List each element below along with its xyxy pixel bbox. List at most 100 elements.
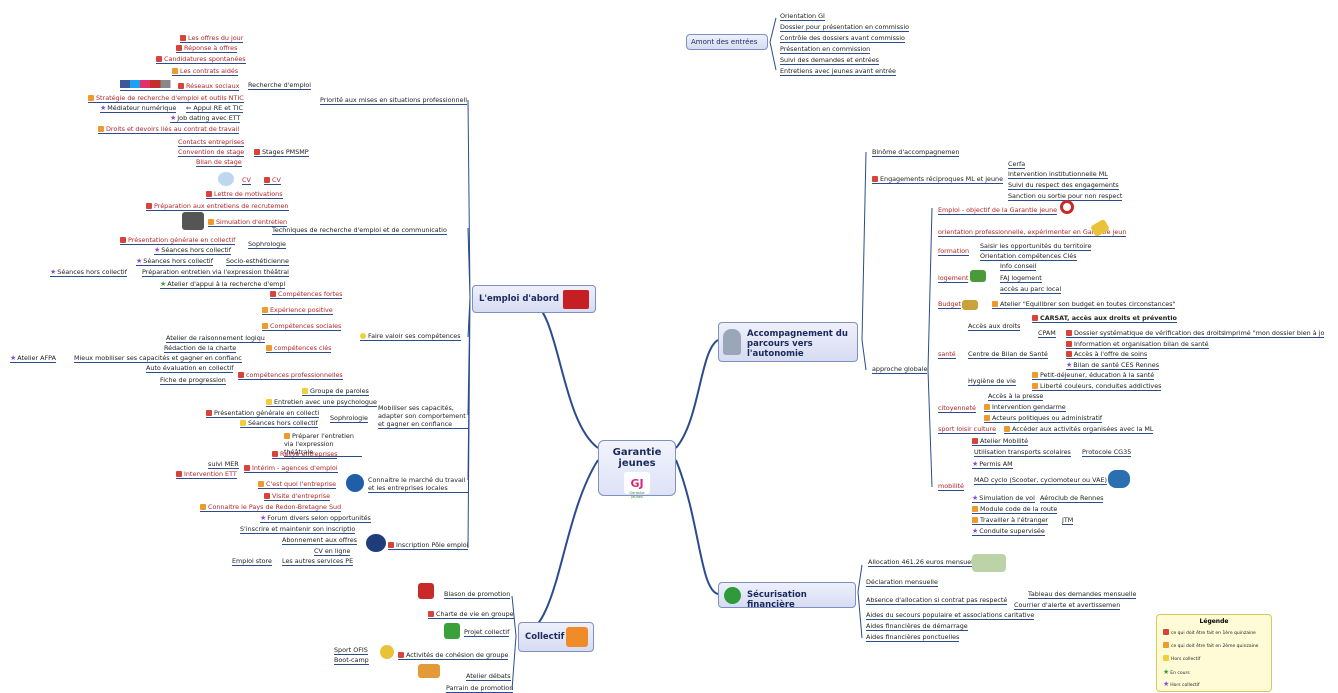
tech-item[interactable]: Présentation générale en collectif (120, 236, 236, 245)
secu-item[interactable]: Allocation 461.26 euros mensuel (868, 558, 973, 567)
cles-item[interactable]: Fiche de progression (160, 376, 226, 385)
mob-item[interactable]: ★Permis AM (972, 460, 1013, 469)
citoyennete-node[interactable]: citoyenneté (938, 404, 976, 413)
absence-item[interactable]: Courrier d'alerte et avertissemen (1014, 601, 1121, 610)
cv-node[interactable]: CV (264, 176, 281, 185)
orientation-node[interactable]: orientation professionnelle, expérimente… (938, 228, 1127, 237)
recherche-item[interactable]: Candidatures spontanées (156, 55, 246, 64)
logement-item[interactable]: FAJ logement (1000, 274, 1042, 283)
budget-node[interactable]: Budget (938, 300, 961, 309)
sport-item[interactable]: Accéder aux activités organisées avec la… (1004, 425, 1154, 434)
techniques-node[interactable]: Techniques de recherche d'emploi et de c… (272, 226, 447, 235)
connaitre-item[interactable]: C'est quoi l'entreprise (258, 480, 337, 489)
absence-item[interactable]: Tableau des demandes mensuelle (1028, 590, 1137, 599)
intervention-ett[interactable]: Intervention ETT (176, 470, 237, 479)
recherche-item[interactable]: Les contrats aidés (172, 67, 239, 76)
amont-item[interactable]: Dossier pour présentation en commissio (780, 23, 910, 32)
mobiliser-item[interactable]: Groupe de paroles (302, 387, 369, 396)
logement-item[interactable]: Info conseil (1000, 262, 1037, 271)
cpam-node[interactable]: CPAM (1038, 329, 1056, 338)
cpam-item[interactable]: Information et organisation bilan de san… (1066, 340, 1209, 349)
secu-item[interactable]: Aides financières ponctuelles (866, 633, 960, 642)
cles-item[interactable]: Auto évaluation en collectif (146, 364, 234, 373)
cit-item[interactable]: Intervention gendarme (984, 403, 1066, 412)
mobiliser-node[interactable]: Mobiliser ses capacités, adapter son com… (378, 404, 468, 429)
mobiliser-item[interactable]: Sophrologie (330, 414, 368, 423)
mob-item[interactable]: ★Conduite supervisée (972, 527, 1045, 536)
mobiliser-item[interactable]: Préparer l'entretien via l'expression th… (284, 432, 362, 457)
acces-droits[interactable]: Accès aux droits (968, 322, 1021, 331)
collectif-item[interactable]: Activités de cohésion de groupe (398, 651, 509, 660)
mobiliser-item[interactable]: Séances hors collectif (240, 419, 318, 428)
mob-item[interactable]: Travailler à l'étranger (972, 516, 1049, 525)
collectif-item[interactable]: Atelier débats (466, 672, 511, 681)
pole-item[interactable]: Emploi store (232, 557, 272, 566)
collectif-item[interactable]: Parrain de promotion (446, 684, 514, 693)
mob-item[interactable]: ★Simulation de vol (972, 494, 1035, 503)
valoir-node[interactable]: Faire valoir ses compétences (360, 332, 461, 341)
amont-item[interactable]: Entretiens avec jeunes avant entrée (780, 67, 896, 76)
collectif-item[interactable]: Projet collectif (464, 628, 510, 637)
approche-node[interactable]: approche globale (872, 365, 928, 374)
cit-item[interactable]: Acteurs politiques ou administratif (984, 414, 1103, 423)
valoir-item[interactable]: Expérience positive (262, 306, 333, 315)
suivi-mer[interactable]: suivi MER (208, 460, 239, 469)
central-topic[interactable]: Garantie jeunes GJ Garantie Jeunes (598, 440, 676, 499)
tech-item[interactable]: ★Séances hors collectif (136, 257, 213, 266)
engagements-item[interactable]: Cerfa (1008, 160, 1026, 169)
connaitre-node[interactable]: Connaitre le marché du travail et les en… (368, 476, 468, 493)
logement-node[interactable]: logement (938, 274, 969, 283)
binome-node[interactable]: Binôme d'accompagnemen (872, 148, 960, 157)
formation-item[interactable]: Saisir les opportunités du territoire (980, 242, 1092, 251)
connaitre-item[interactable]: Connaitre le Pays de Redon-Bretagne Sud (200, 503, 342, 512)
stages-node[interactable]: Stages PMSMP (254, 148, 309, 157)
connaitre-item[interactable]: Rallye entreprises (272, 450, 338, 459)
amont-item[interactable]: Contrôle des dossiers avant commissio (780, 34, 905, 43)
formation-item[interactable]: Orientation compétences Clés (980, 252, 1077, 261)
recherche-item[interactable]: Réponse à offres (176, 44, 238, 53)
cv-node[interactable]: CV (242, 176, 251, 185)
amont-topic[interactable]: Amont des entrées (686, 34, 768, 50)
carsat-item[interactable]: CARSAT, accès aux droits et préventio (1032, 314, 1177, 323)
boot-item[interactable]: Boot-camp (334, 656, 369, 665)
collectif-topic[interactable]: Collectif (518, 622, 594, 652)
recherche-item[interactable]: ★Job dating avec ETT (170, 114, 241, 123)
hygiene-node[interactable]: Hygiène de vie (968, 377, 1016, 386)
aeroclub-item[interactable]: Aéroclub de Rennes (1040, 494, 1104, 503)
mobiliser-item[interactable]: Entretien avec une psychologue (266, 398, 377, 407)
cles-item[interactable]: Atelier de raisonnement logiqu (166, 334, 265, 343)
mob-item[interactable]: Module code de la route (972, 505, 1058, 514)
pole-node[interactable]: Inscription Pôle emploi (388, 541, 469, 550)
recherche-item[interactable]: Droits et devoirs liés au contrat de tra… (98, 125, 240, 134)
engagements-item[interactable]: Intervention institutionnelle ML (1008, 170, 1108, 179)
engagements-item[interactable]: Suivi du respect des engagements (1008, 181, 1119, 190)
mob-item[interactable]: Utilisation transports scolaires (974, 448, 1071, 457)
sport-loisir-node[interactable]: sport loisir culture (938, 425, 996, 434)
secu-item[interactable]: Absence d'allocation si contrat pas resp… (866, 596, 1008, 605)
stages-item[interactable]: Convention de stage (178, 148, 245, 157)
accompagnement-topic[interactable]: Accompagnement du parcours vers l'autono… (718, 322, 858, 362)
valoir-item[interactable]: Compétences sociales (262, 322, 342, 331)
cit-item[interactable]: Accès à la presse (988, 392, 1044, 401)
emploi-objectif[interactable]: Emploi - objectif de la Garantie jeune (938, 206, 1058, 215)
collectif-item[interactable]: Charte de vie en groupe (428, 610, 514, 619)
formation-node[interactable]: formation (938, 247, 970, 256)
pole-item[interactable]: Les autres services PE (282, 557, 354, 566)
amont-item[interactable]: Suivi des demandes et entrées (780, 56, 879, 65)
secu-item[interactable]: Déclaration mensuelle (866, 578, 938, 587)
tech-item[interactable]: ★Atelier d'appui à la recherche d'empl (160, 280, 286, 289)
mediateur-node[interactable]: ★Médiateur numérique (100, 104, 177, 113)
cles-item[interactable]: ★Atelier AFPA (10, 354, 56, 363)
cles-item[interactable]: Rédaction de la charte (164, 344, 237, 353)
valoir-item[interactable]: compétences clés (266, 344, 332, 353)
cles-item[interactable]: Mieux mobiliser ses capacités et gagner … (74, 354, 242, 363)
tech-item[interactable]: Préparation aux entretiens de recrutemen (146, 202, 289, 211)
protocole-item[interactable]: Protocole CG35 (1082, 448, 1132, 457)
connaitre-item[interactable]: ★Forum divers selon opportunités (260, 514, 371, 523)
tech-item[interactable]: ★Séances hors collectif (50, 268, 127, 277)
stages-item[interactable]: Bilan de stage (196, 158, 242, 167)
mobiliser-item[interactable]: Présentation générale en collecti (206, 409, 320, 418)
tech-item[interactable]: Sophrologie (248, 240, 286, 249)
pole-item[interactable]: S'inscrire et maintenir son inscriptio (240, 525, 356, 534)
amont-item[interactable]: Orientation GI (780, 12, 825, 21)
